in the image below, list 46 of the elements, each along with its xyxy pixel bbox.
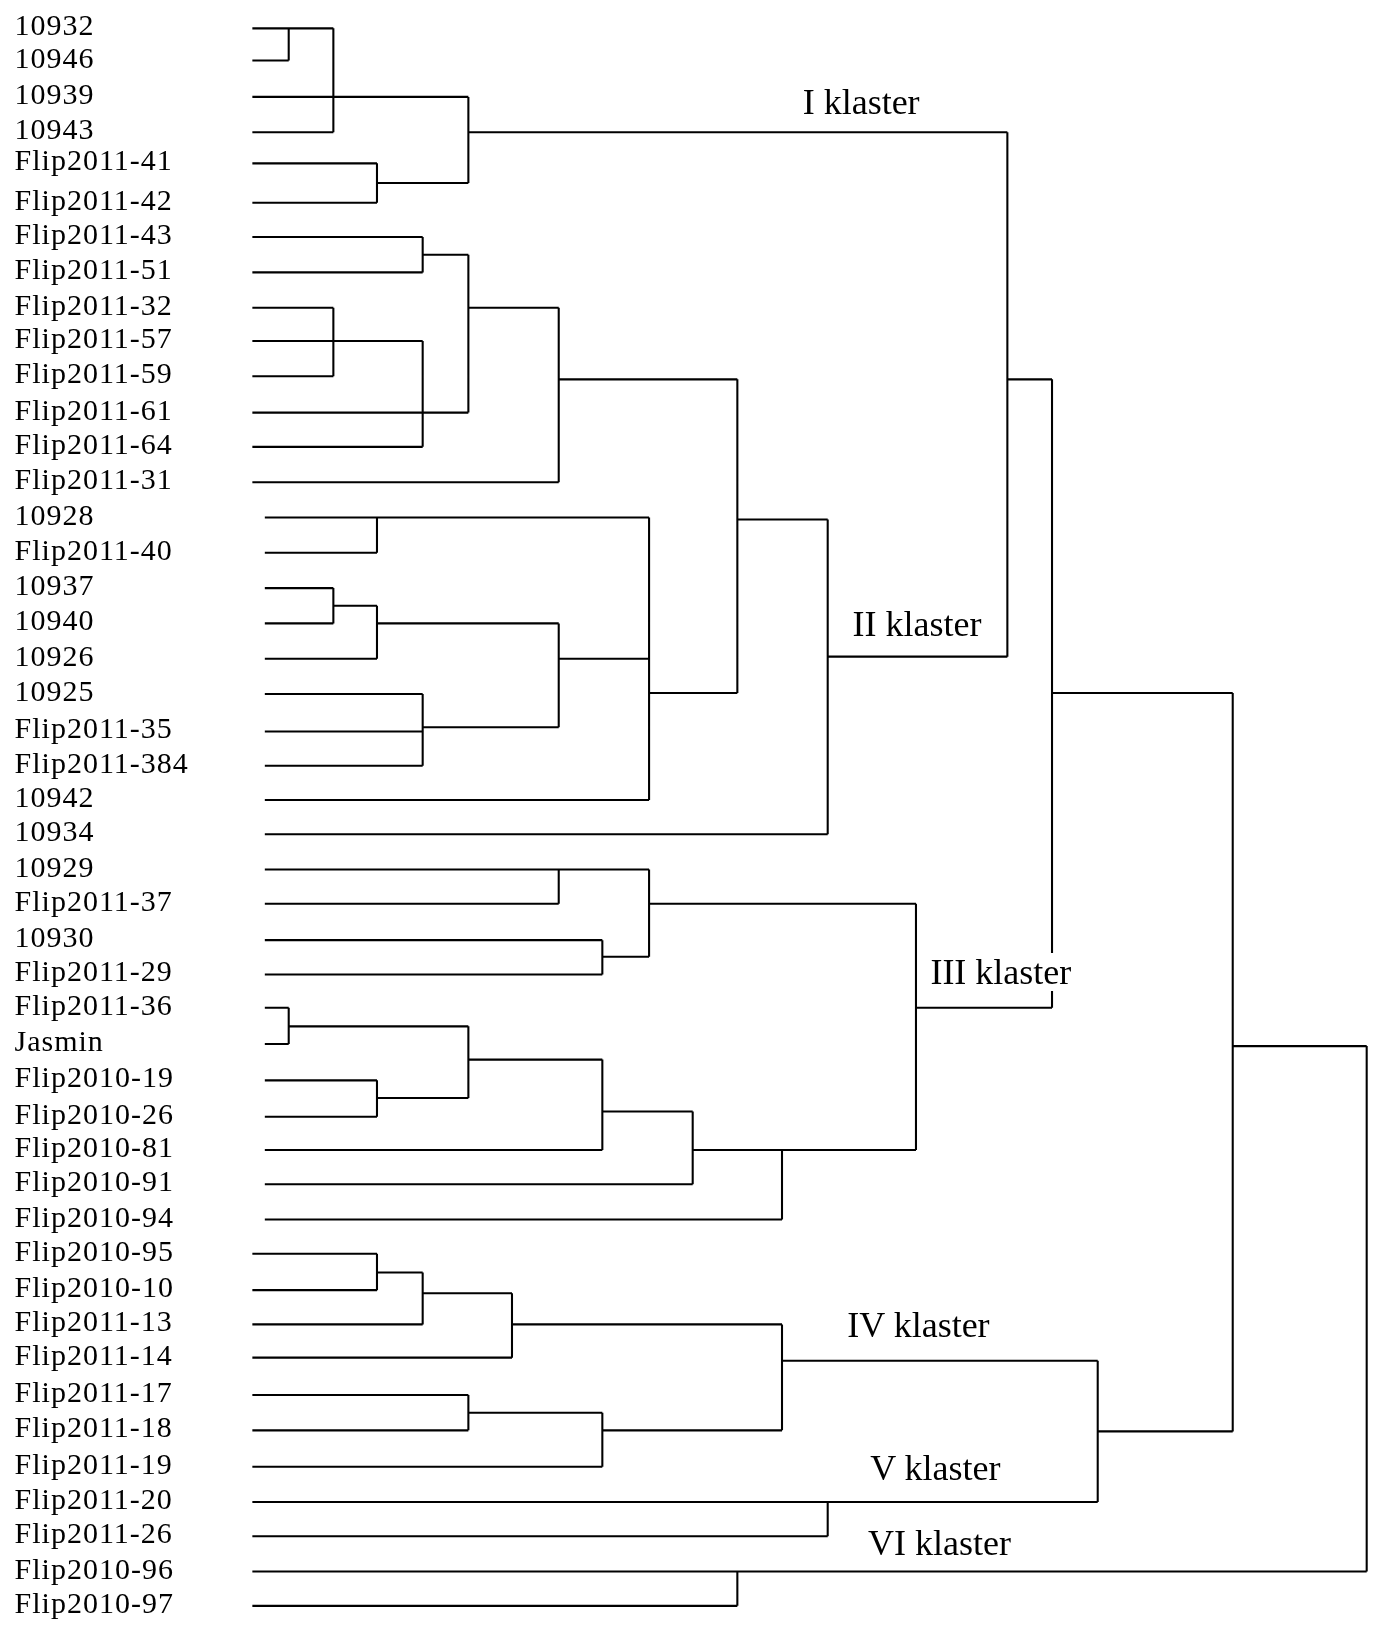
leaf-label: Flip2010-91 [14, 1166, 174, 1197]
leaf-label: Flip2011-19 [14, 1448, 173, 1479]
leaf-label: 10937 [14, 570, 95, 601]
leaf-label: Flip2011-37 [14, 885, 173, 916]
leaf-label: Flip2010-94 [14, 1201, 174, 1232]
leaf-label: Flip2010-97 [14, 1587, 174, 1618]
leaf-label: Flip2011-59 [14, 358, 173, 389]
leaf-label: Flip2011-51 [14, 254, 173, 285]
leaf-label: Flip2011-29 [14, 956, 173, 987]
leaf-label: Flip2011-32 [14, 289, 173, 320]
leaf-label: Flip2010-19 [14, 1062, 174, 1093]
leaf-label: Flip2010-96 [14, 1553, 174, 1584]
leaf-label: Flip2011-17 [14, 1377, 173, 1408]
leaf-label: 10943 [14, 114, 95, 145]
leaf-label: Flip2011-36 [14, 989, 173, 1020]
leaf-label: 10928 [14, 499, 95, 530]
leaf-label: Flip2010-26 [14, 1098, 174, 1129]
leaf-label: Flip2011-64 [14, 428, 173, 459]
leaf-label: Flip2011-384 [14, 747, 189, 778]
leaf-label: 10925 [14, 676, 95, 707]
leaf-label: Flip2011-41 [14, 145, 173, 176]
leaf-label: Flip2011-31 [14, 464, 173, 495]
leaf-label: 10930 [14, 922, 95, 953]
leaf-label: Jasmin [14, 1026, 104, 1057]
leaf-label: 10934 [14, 816, 95, 847]
leaf-label: Flip2010-95 [14, 1235, 174, 1266]
leaf-label: 10940 [14, 605, 95, 636]
leaf-label: Flip2010-10 [14, 1272, 174, 1303]
leaf-label: Flip2011-14 [14, 1339, 173, 1370]
leaf-label: Flip2011-18 [14, 1412, 173, 1443]
leaf-label: Flip2010-81 [14, 1132, 174, 1162]
leaf-label: 10929 [14, 851, 95, 882]
leaf-label: Flip2011-20 [14, 1484, 173, 1515]
leaf-label: 10926 [14, 640, 95, 671]
leaf-label: Flip2011-26 [14, 1518, 173, 1549]
leaf-label: 10946 [14, 42, 95, 73]
leaf-label: Flip2011-40 [14, 534, 173, 565]
leaf-label: 10939 [14, 78, 95, 109]
leaf-label: Flip2011-35 [14, 713, 173, 744]
leaf-label: Flip2011-61 [14, 394, 173, 425]
leaf-label: Flip2011-43 [14, 219, 173, 250]
leaf-label: Flip2011-13 [14, 1306, 173, 1337]
leaf-label: Flip2011-57 [14, 322, 173, 353]
leaf-label: 10942 [14, 782, 95, 812]
leaf-label: Flip2011-42 [14, 184, 173, 215]
leaf-label: 10932 [14, 10, 95, 41]
